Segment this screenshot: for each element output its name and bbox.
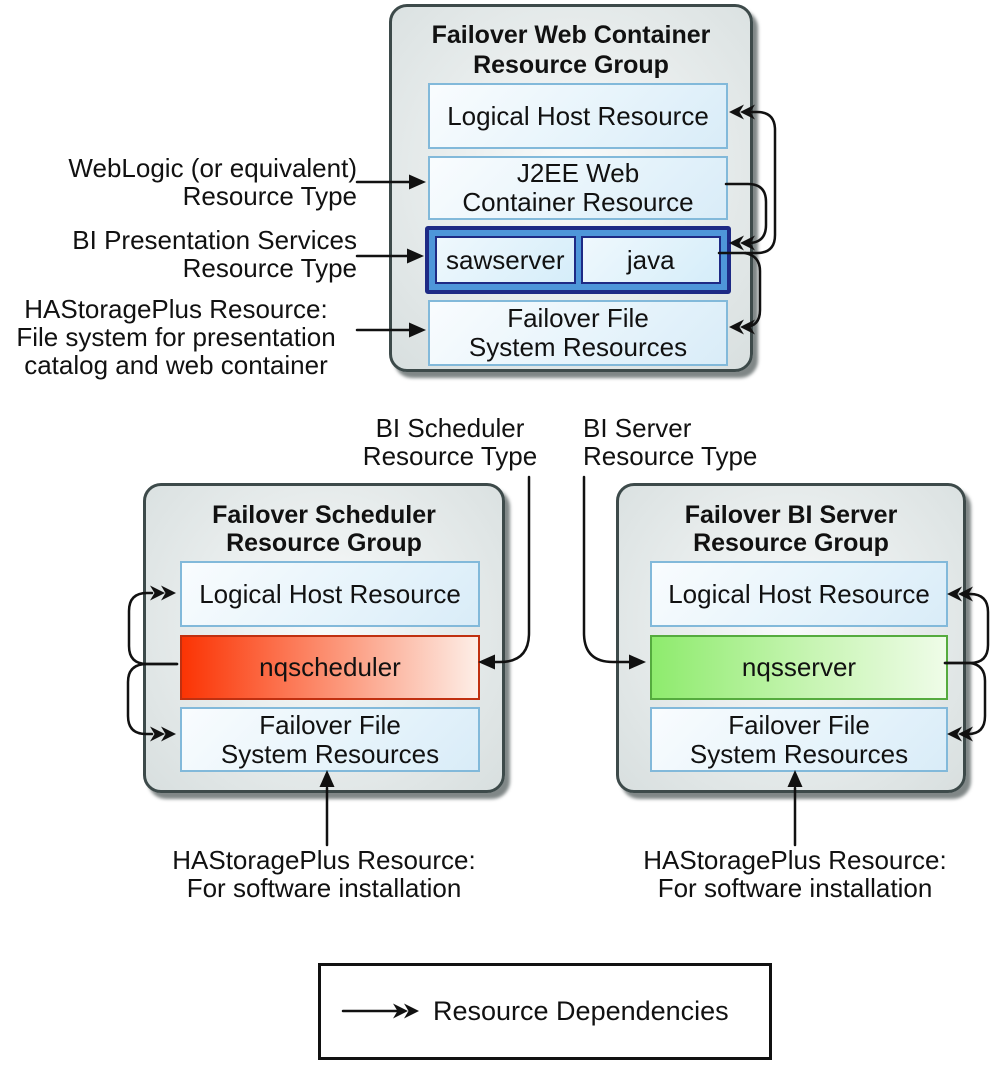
legend-label: Resource Dependencies: [433, 996, 729, 1026]
legend-box: Resource Dependencies: [318, 963, 772, 1060]
label-hastorageplus-scheduler: HAStoragePlus Resource: For software ins…: [172, 845, 476, 903]
box-nqscheduler: nqscheduler: [180, 635, 480, 700]
group-failover-web-container: Failover Web Container Resource Group Lo…: [389, 4, 753, 372]
label-weblogic-resource-type: WebLogic (or equivalent) Resource Type: [68, 153, 357, 211]
label-bi-scheduler-resource-type: BI Scheduler Resource Type: [362, 413, 538, 471]
box-logical-host-resource-web: Logical Host Resource: [428, 83, 728, 149]
group-title-web-container: Failover Web Container Resource Group: [431, 21, 711, 79]
label-bi-server-resource-type: BI Server Resource Type: [583, 413, 758, 471]
box-failover-file-system-resources-bi: Failover File System Resources: [650, 707, 948, 772]
label-hastorageplus-bi-server: HAStoragePlus Resource: For software ins…: [643, 845, 947, 903]
group-failover-bi-server: Failover BI Server Resource Group Logica…: [616, 483, 966, 793]
label-hastorageplus-web: HAStoragePlus Resource: File system for …: [16, 294, 336, 380]
box-failover-file-system-resources-web: Failover File System Resources: [428, 300, 728, 366]
box-bi-presentation-services: sawserver java: [425, 226, 731, 294]
box-failover-file-system-resources-scheduler: Failover File System Resources: [180, 707, 480, 772]
box-logical-host-resource-scheduler: Logical Host Resource: [180, 561, 480, 627]
box-j2ee-web-container-resource: J2EE Web Container Resource: [428, 156, 728, 220]
label-bi-presentation-services-resource-type: BI Presentation Services Resource Type: [72, 225, 357, 283]
box-java: java: [580, 236, 721, 284]
group-title-scheduler: Failover Scheduler Resource Group: [212, 501, 436, 557]
group-failover-scheduler: Failover Scheduler Resource Group Logica…: [143, 483, 505, 793]
group-title-bi-server: Failover BI Server Resource Group: [684, 501, 898, 557]
box-nqsserver: nqsserver: [650, 635, 948, 700]
box-sawserver: sawserver: [435, 236, 576, 284]
box-logical-host-resource-bi: Logical Host Resource: [650, 561, 948, 627]
